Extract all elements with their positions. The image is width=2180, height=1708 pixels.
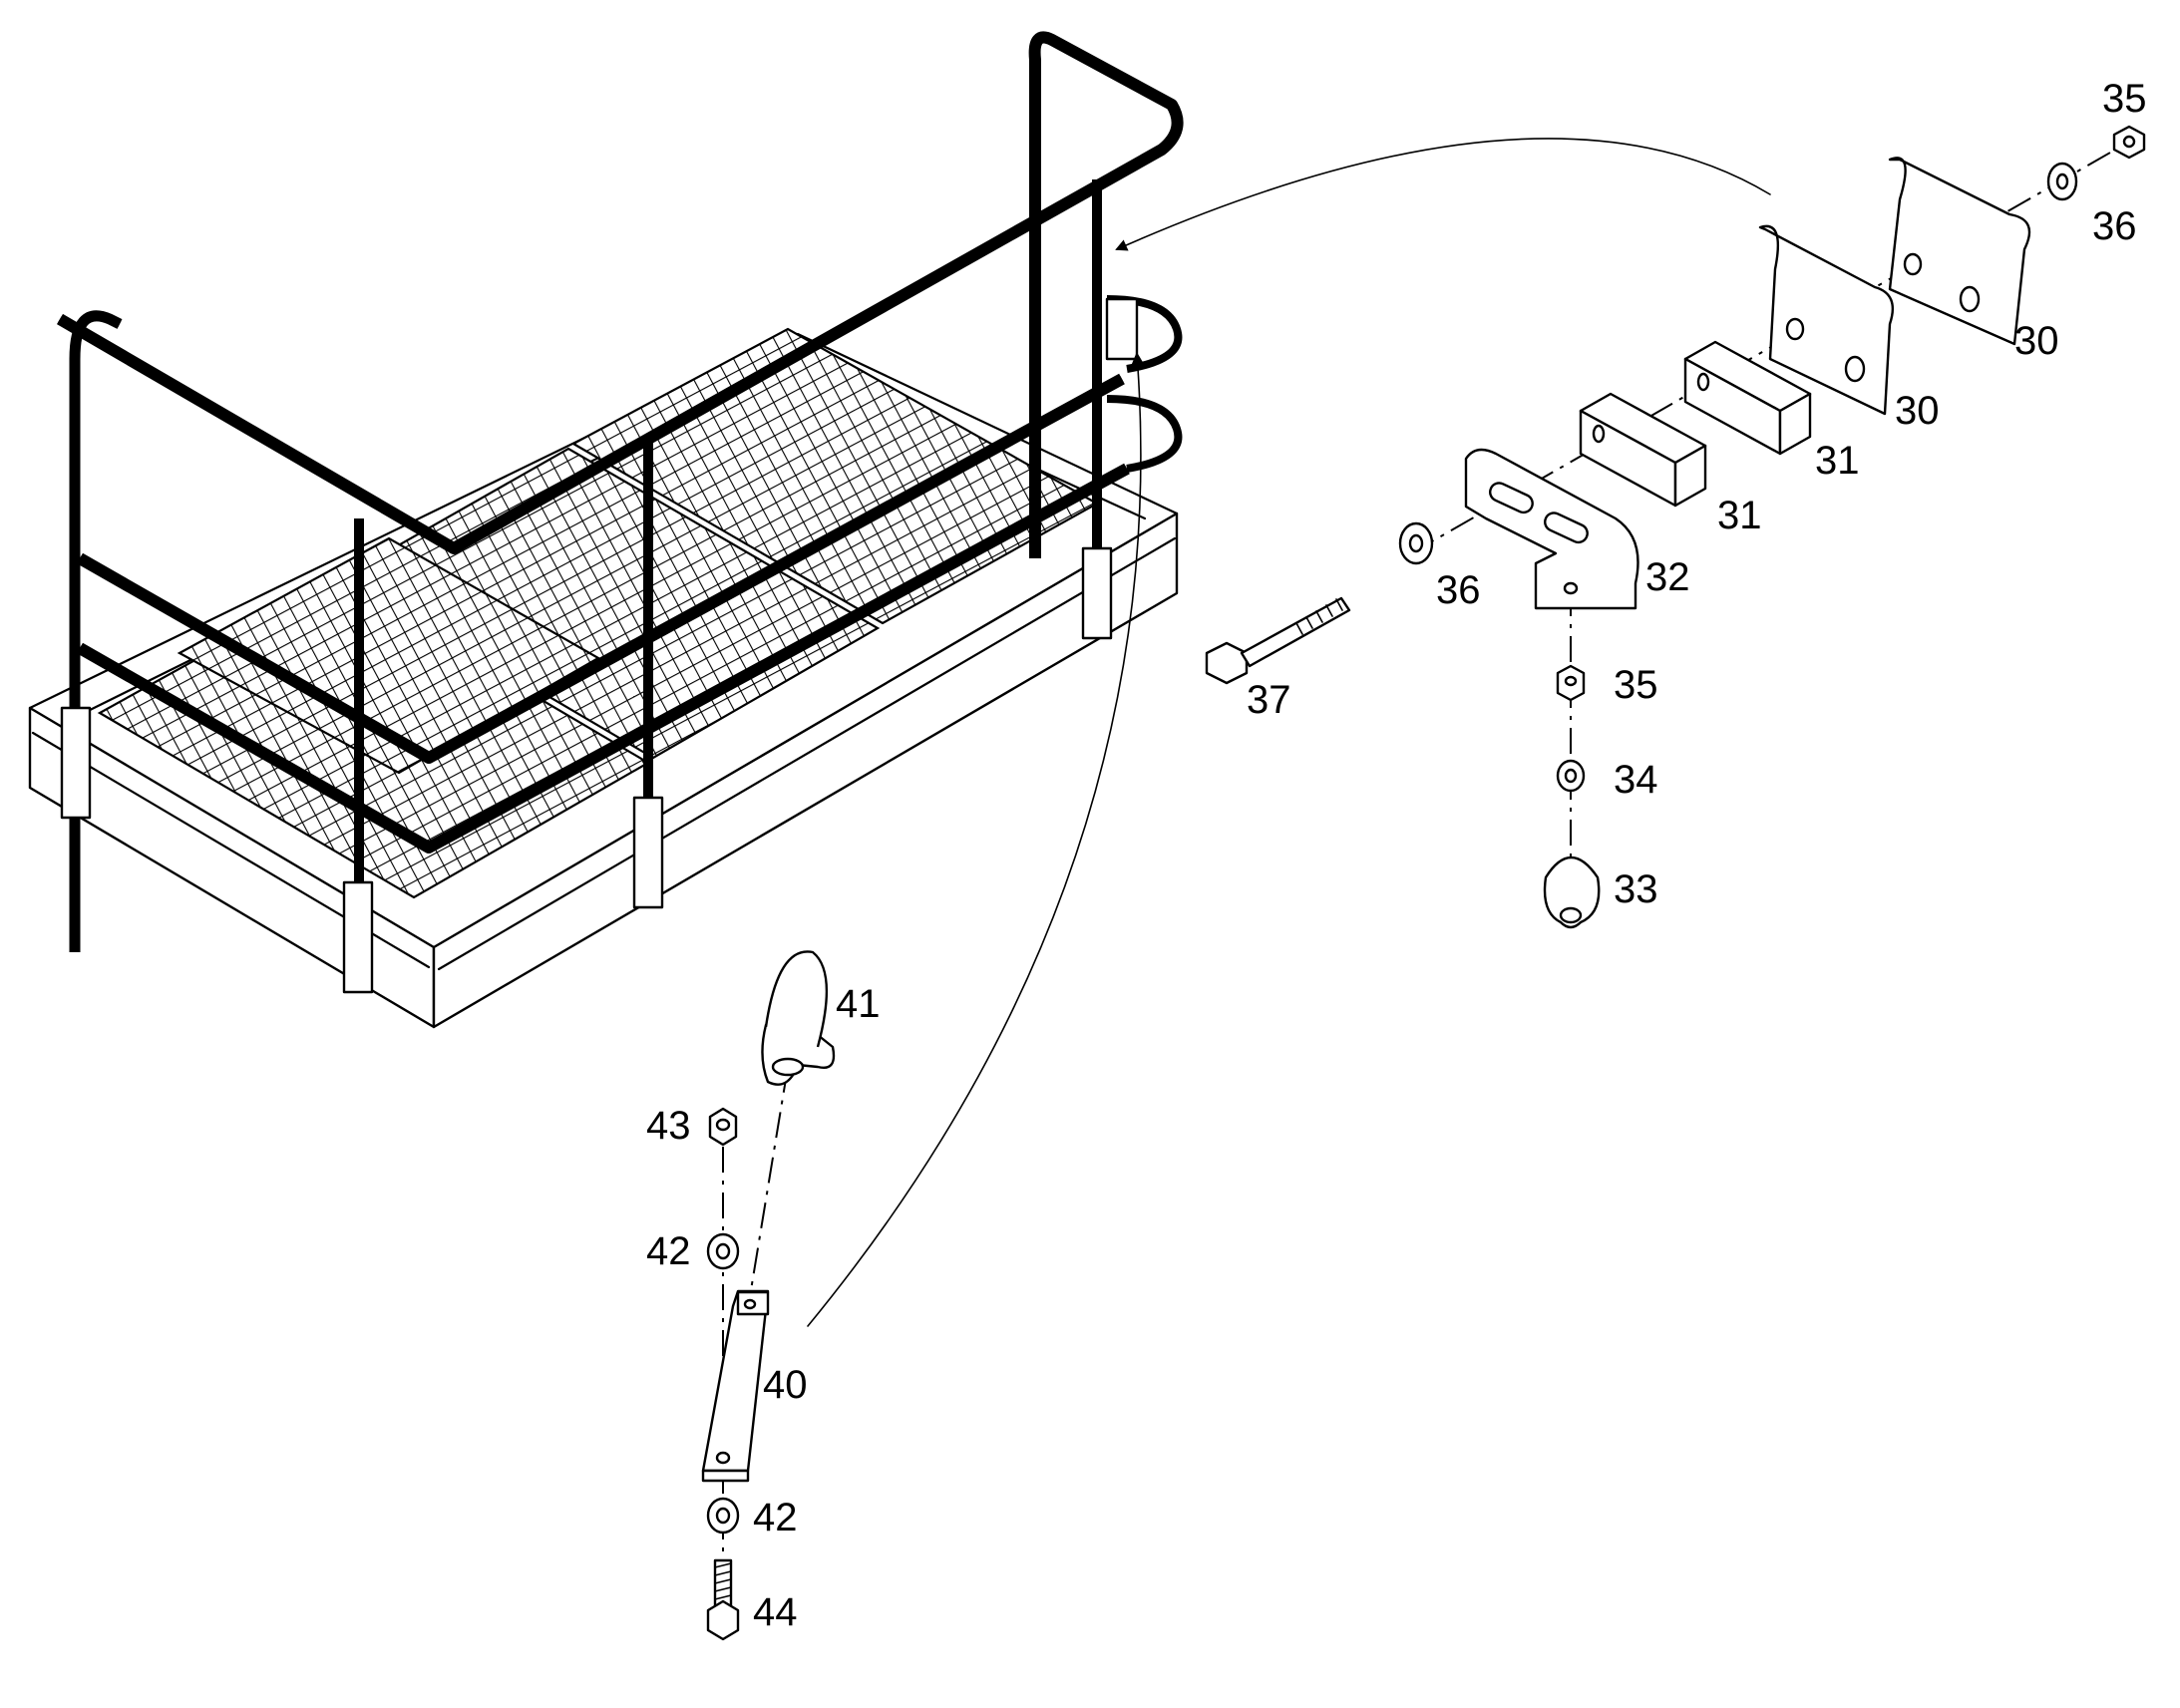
platform-assembly xyxy=(28,31,1184,1029)
spacer-block-31-rear xyxy=(1683,340,1812,456)
leader-arrow-lower xyxy=(807,352,1144,1327)
callout-32: 32 xyxy=(1645,555,1690,599)
callout-31-rear: 31 xyxy=(1815,439,1860,483)
callout-34: 34 xyxy=(1614,758,1658,802)
callout-43: 43 xyxy=(646,1104,691,1148)
callout-42-upper: 42 xyxy=(646,1229,691,1273)
leader-arrow-upper xyxy=(1115,138,1771,251)
callout-36-top: 36 xyxy=(2092,204,2137,248)
clamp-plate-30-rear xyxy=(1888,157,2031,346)
grating-panels xyxy=(97,327,1100,899)
callout-37: 37 xyxy=(1247,678,1291,722)
arm-40 xyxy=(701,1289,770,1483)
knob-33 xyxy=(1543,856,1601,929)
callout-labels: 35 36 30 30 31 31 32 36 37 35 34 33 41 4… xyxy=(646,77,2147,1634)
grating-panel-4 xyxy=(177,536,601,775)
bracket-hardware-group xyxy=(1205,125,2146,929)
callout-30-front: 30 xyxy=(1895,389,1940,433)
callout-33: 33 xyxy=(1614,867,1658,911)
frame-mount-bracket xyxy=(1105,297,1139,361)
callout-31-front: 31 xyxy=(1717,494,1762,537)
bolt-37 xyxy=(1205,596,1351,685)
bolt-44 xyxy=(706,1558,740,1641)
callout-30-rear: 30 xyxy=(2014,319,2059,363)
callout-36-middle: 36 xyxy=(1436,568,1481,612)
handrail xyxy=(56,31,1184,994)
arm-hardware-group xyxy=(701,950,836,1641)
callout-40: 40 xyxy=(763,1363,808,1407)
callout-42-lower: 42 xyxy=(753,1496,798,1539)
callout-35-top: 35 xyxy=(2102,77,2147,121)
callout-41: 41 xyxy=(836,982,881,1026)
callout-35-lower: 35 xyxy=(1614,663,1658,707)
callout-44: 44 xyxy=(753,1590,798,1634)
spacer-block-31-front xyxy=(1579,392,1707,508)
